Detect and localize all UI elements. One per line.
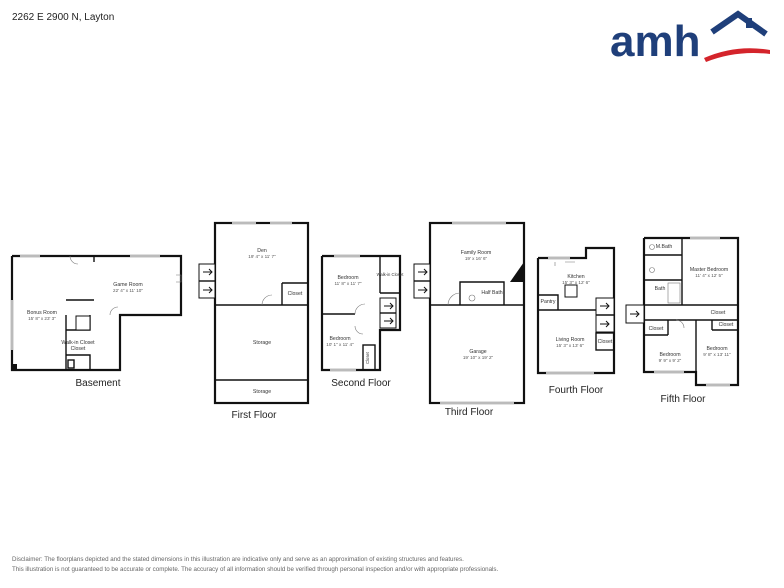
room-label: Half Bath: [481, 290, 502, 296]
room-label: Walk-in Closet: [377, 272, 405, 277]
room-label: Closet: [649, 326, 664, 332]
room-label: Storage: [253, 340, 271, 346]
room-label: Closet: [598, 339, 613, 345]
room-label: Closet: [711, 310, 726, 316]
room-label: Kitchen: [567, 274, 584, 280]
room-label: Closet: [365, 351, 370, 364]
floor-second: Bedroom 11' 8" x 11' 7" Walk-in Closet B…: [320, 254, 405, 389]
floor-basement: Game Room 22' 4" x 11' 10" Bonus Room 15…: [10, 254, 183, 389]
room-label: M.Bath: [656, 244, 673, 250]
room-dim: 11' 8" x 11' 7": [334, 281, 361, 286]
room-dim: 19' 10" x 19' 2": [463, 355, 494, 360]
room-label: Bedroom: [706, 346, 727, 352]
room-label: Master Bedroom: [690, 267, 728, 273]
room-label: Closet: [719, 322, 734, 328]
room-label: Bedroom: [337, 275, 358, 281]
house-roof-icon: [704, 10, 770, 62]
amh-logo: amh: [610, 10, 770, 66]
floor-title: Second Floor: [331, 378, 391, 389]
room-label: Bonus Room: [27, 310, 57, 316]
floor-title: Fourth Floor: [549, 385, 604, 396]
room-label: Bath: [655, 286, 666, 292]
room-label: Living Room: [556, 337, 585, 343]
room-label: Family Room: [461, 250, 492, 256]
room-label: Walk-in Closet: [61, 340, 95, 346]
floor-title: Basement: [75, 378, 120, 389]
disclaimer-line-2: This illustration is not guaranteed to b…: [12, 566, 499, 573]
floor-fifth: M.Bath Master Bedroom 11' 4" x 12' 5" Ba…: [625, 236, 740, 405]
room-dim: 9' 9" x 9' 2": [659, 358, 682, 363]
floor-title: First Floor: [232, 410, 278, 421]
room-dim: 9' 8" x 13' 11": [703, 352, 731, 357]
floor-third: Family Room 19' x 16' 6" Half Bath Garag…: [413, 221, 526, 418]
logo-wordmark: amh: [610, 17, 700, 66]
room-label: Storage: [253, 389, 271, 395]
floor-first: Den 19' 4" x 11' 7" Closet Storage Stora…: [198, 221, 310, 421]
room-dim: 15' 8" x 23' 3": [28, 316, 56, 321]
room-label: Closet: [288, 291, 303, 297]
disclaimer-line-1: Disclaimer: The floorplans depicted and …: [12, 556, 464, 563]
room-label: Game Room: [113, 282, 142, 288]
room-label: Closet: [71, 346, 86, 352]
room-label: Den: [257, 248, 267, 254]
room-label: Bedroom: [329, 336, 350, 342]
room-dim: 22' 4" x 11' 10": [113, 288, 143, 293]
property-address: 2262 E 2900 N, Layton: [12, 12, 115, 23]
room-dim: 19' 4" x 11' 7": [248, 254, 276, 259]
floor-title: Third Floor: [445, 407, 494, 418]
room-dim: 15' 3" x 12' 6": [562, 280, 590, 285]
room-label: Garage: [469, 349, 486, 355]
floor-fourth: Kitchen 15' 3" x 12' 6" Pantry Living Ro…: [536, 246, 616, 396]
room-dim: 19' x 16' 6": [465, 256, 488, 261]
room-label: Pantry: [541, 299, 556, 305]
room-dim: 10' 1" x 11' 4": [326, 342, 354, 347]
room-dim: 11' 4" x 12' 5": [695, 273, 723, 278]
room-label: Bedroom: [659, 352, 680, 358]
floor-title: Fifth Floor: [660, 394, 706, 405]
room-dim: 15' 3" x 13' 6": [556, 343, 584, 348]
